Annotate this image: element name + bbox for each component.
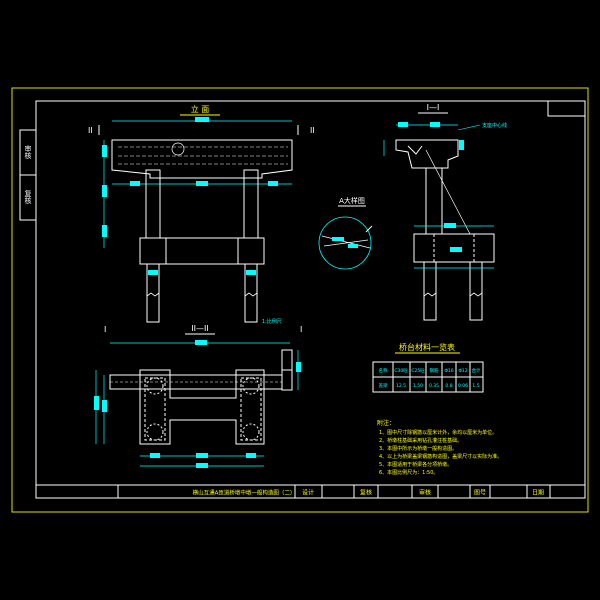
side-stamp-top: 审核 (24, 144, 32, 160)
title-block: 横山互通A匝道桥墩中墩一般构造图（二） 设计 复核 审核 图号 日期 (36, 484, 585, 498)
side-stamp-bottom: 复核 (24, 189, 32, 205)
table-cell-5: 0.06 (458, 383, 468, 389)
table-header-4: Φ16 (444, 368, 453, 374)
notes-heading: 附注： (377, 419, 395, 427)
front-view: 立 面 II II (88, 104, 315, 325)
table-cell-2: 1.50 (413, 383, 423, 389)
table-header-5: Φ12 (458, 368, 467, 374)
section-2-title: II—II (191, 324, 208, 333)
front-cut-left: II (88, 126, 93, 135)
check-label: 复核 (360, 489, 372, 497)
table-cell-1: 12.5 (396, 383, 406, 389)
front-view-title: 立 面 (191, 104, 210, 114)
design-label: 设计 (302, 489, 314, 497)
review-label: 审核 (419, 489, 431, 497)
side-stamp: 审核 复核 (19, 129, 37, 221)
section-1-callout: 支座中心线 (482, 122, 507, 129)
note-3: 3、本图中所示为桥墩一般构造图。 (379, 445, 457, 452)
section-2-cut-left: I (104, 325, 106, 334)
outer-frame (11, 87, 589, 513)
table-header-1: C30砼 (394, 367, 408, 374)
table-title: 桥台材料一览表 (399, 342, 455, 352)
section-2-cut-right: I (300, 325, 302, 334)
note-1: 1、图中尺寸除钢筋以厘米计外，余均以厘米为单位。 (379, 429, 497, 436)
table-cell-6: 1.5 (472, 383, 479, 389)
note-5: 5、本图适用于桥梁各分项桥墩。 (379, 461, 452, 468)
note-6: 6、本图比例尺为：1:50。 (379, 469, 438, 476)
detail-a-title: A大样图 (339, 196, 365, 205)
detail-a-view: A大样图 (318, 196, 373, 270)
table-cell-0: 盖梁 (379, 382, 388, 389)
table-header-0: 名称 (379, 367, 388, 374)
front-cut-right: II (310, 126, 315, 135)
note-4: 4、以上为桥梁盖梁钢筋构造图，盖梁尺寸以实际为准。 (379, 453, 502, 460)
section-2-view: II—II I I (94, 324, 302, 468)
inner-border (35, 100, 586, 499)
scale-note: 1:比例尺 (262, 318, 282, 325)
table-header-2: C25砼 (411, 367, 425, 374)
table-cell-4: 0.8 (445, 383, 452, 389)
top-right-box (547, 100, 586, 117)
table-header-3: 钢筋 (430, 367, 439, 374)
drawing-title: 横山互通A匝道桥墩中墩一般构造图（二） (193, 489, 296, 497)
section-1-title: I—I (427, 103, 440, 112)
table-header-6: 合计 (472, 367, 481, 374)
date-label: 日期 (532, 489, 544, 497)
section-1-view: I—I 支座中心线 (383, 103, 507, 321)
note-2: 2、桥墩柱基础采用钻孔灌注桩基础。 (379, 437, 462, 444)
material-table: 桥台材料一览表 名称 C30砼 C25砼 钢筋 Φ16 Φ12 合计 盖梁 12… (372, 342, 484, 393)
table-cell-3: 0.35 (429, 383, 439, 389)
notes-block: 附注： 1、图中尺寸除钢筋以厘米计外，余均以厘米为单位。 2、桥墩柱基础采用钻孔… (377, 419, 502, 476)
drawing-no-label: 图号 (474, 490, 486, 497)
